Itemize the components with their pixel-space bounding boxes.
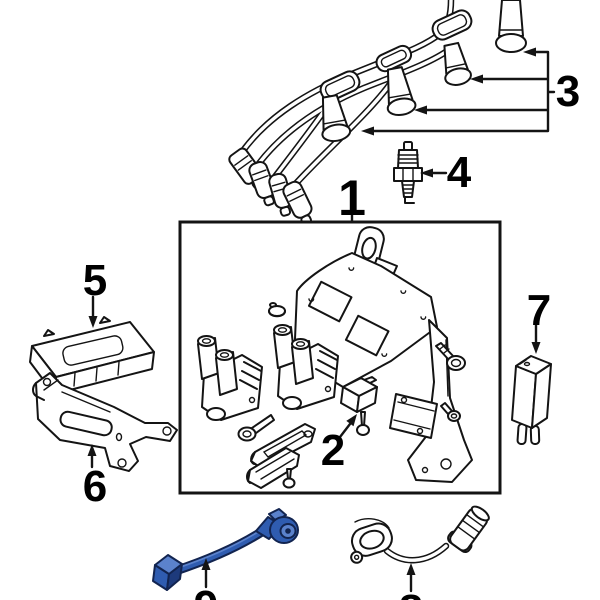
callout-5-leader: [88, 295, 98, 328]
callout-label-3: 3: [555, 67, 581, 116]
channel-screw: [282, 468, 296, 489]
callout-9-leader: [201, 558, 211, 589]
long-bolt: [237, 414, 275, 442]
ignition-relay: [511, 355, 552, 446]
spark-plug-wire-set: [228, 0, 527, 226]
callout-label-9: 9: [194, 585, 218, 600]
wire-clip: [319, 70, 361, 102]
side-bolt: [440, 402, 461, 422]
callout-7-leader: [531, 323, 541, 354]
callout-label-7: 7: [526, 286, 552, 335]
callout-2-leader: [338, 414, 357, 439]
bracket-connector: [340, 376, 378, 413]
callout-label-5: 5: [82, 256, 108, 305]
knock-sensor-head: [255, 508, 299, 544]
plug-boot: [443, 41, 472, 86]
plug-boot: [321, 94, 352, 143]
callout-label-4: 4: [446, 148, 472, 197]
wire-clip: [431, 9, 473, 41]
engine-control-module: [29, 316, 155, 395]
connector-screw: [356, 411, 370, 436]
l-bracket: [389, 393, 438, 439]
plug-boot: [495, 0, 527, 53]
wire-clip: [375, 44, 413, 73]
callout-8-leader: [406, 563, 416, 593]
coil-rail: [250, 423, 316, 469]
callout-label-8: 8: [399, 589, 423, 600]
module-bracket: [32, 372, 178, 472]
grommet-nut: [268, 302, 286, 318]
callout-4-leader: [420, 168, 448, 178]
callout-3-leader: [361, 47, 556, 136]
bracket-screw: [435, 342, 466, 371]
callout-label-2: 2: [320, 426, 346, 475]
knock-sensor: [152, 508, 299, 591]
plug-boot: [386, 66, 417, 117]
coil-channel: [246, 447, 300, 489]
spark-plug: [393, 141, 423, 204]
knock-sensor-connector: [152, 554, 183, 591]
callout-label-1: 1: [338, 170, 366, 226]
camshaft-position-sensor: [350, 505, 490, 564]
callout-label-6: 6: [82, 462, 108, 511]
wire-terminal: [248, 160, 276, 207]
callout-6-leader: [87, 444, 97, 469]
